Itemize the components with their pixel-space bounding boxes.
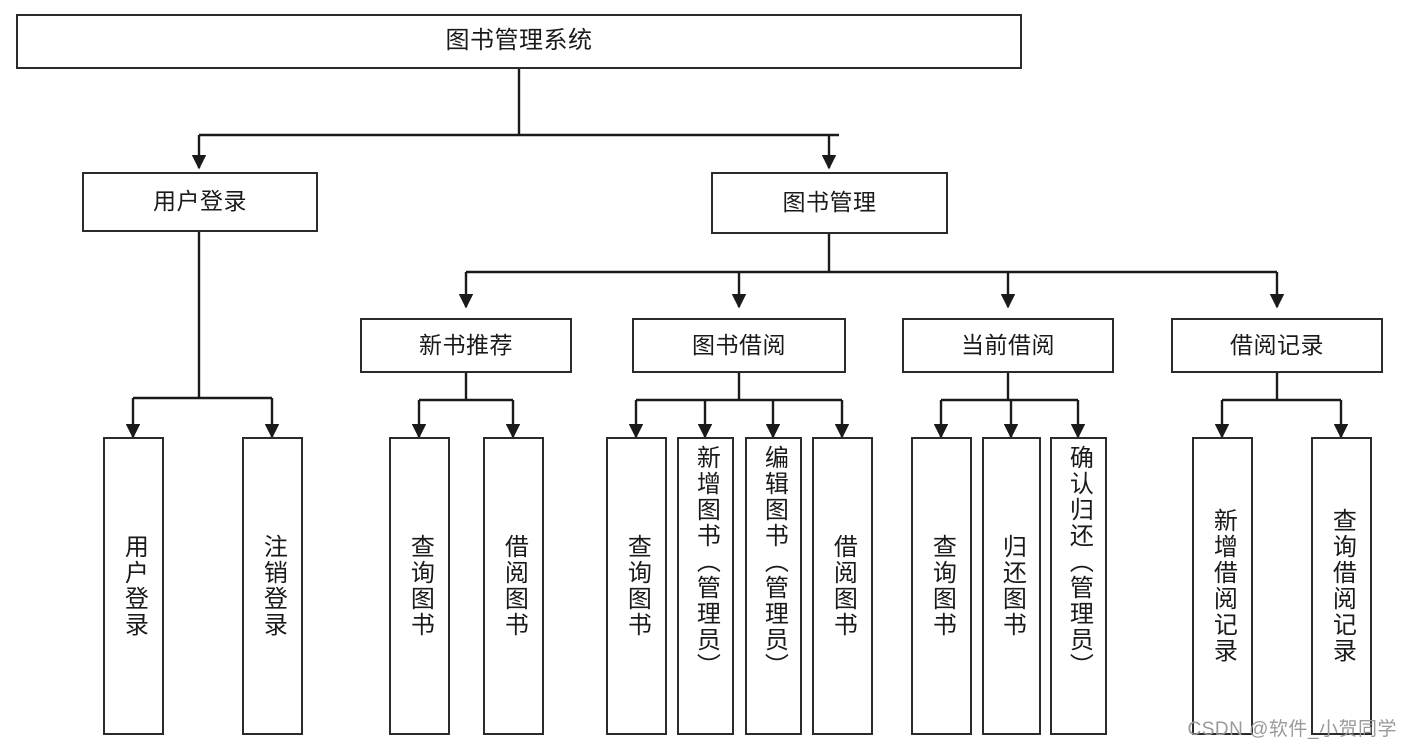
node-label: 确认归还（管理员）	[1065, 445, 1093, 679]
leaf-current-query-book[interactable]: 查询图书	[911, 437, 972, 735]
leaf-borrow-query-book[interactable]: 查询图书	[606, 437, 667, 735]
node-current-borrow[interactable]: 当前借阅	[902, 318, 1114, 373]
node-new-book-recommend[interactable]: 新书推荐	[360, 318, 572, 373]
node-borrow-record[interactable]: 借阅记录	[1171, 318, 1383, 373]
leaf-record-query-record[interactable]: 查询借阅记录	[1311, 437, 1372, 735]
leaf-record-add-record[interactable]: 新增借阅记录	[1192, 437, 1253, 735]
node-label: 当前借阅	[961, 331, 1055, 358]
node-label: 图书管理	[782, 189, 877, 216]
node-label: 查询图书	[406, 534, 434, 638]
leaf-current-confirm-return-admin[interactable]: 确认归还（管理员）	[1050, 437, 1107, 735]
node-label: 用户登录	[120, 534, 148, 638]
node-label: 归还图书	[998, 534, 1026, 638]
leaf-recommend-query-book[interactable]: 查询图书	[389, 437, 450, 735]
node-label: 借阅记录	[1230, 331, 1324, 358]
node-label: 借阅图书	[500, 534, 528, 638]
leaf-borrow-add-book-admin[interactable]: 新增图书（管理员）	[677, 437, 734, 735]
node-label: 查询图书	[928, 534, 956, 638]
node-label: 注销登录	[259, 534, 287, 638]
node-book-management[interactable]: 图书管理	[711, 172, 948, 234]
node-label: 编辑图书（管理员）	[760, 445, 788, 679]
leaf-user-login-signin[interactable]: 用户登录	[103, 437, 164, 735]
node-label: 用户登录	[153, 188, 247, 215]
leaf-user-login-signout[interactable]: 注销登录	[242, 437, 303, 735]
csdn-watermark: CSDN @软件_小贺同学	[1187, 719, 1397, 740]
node-label: 借阅图书	[829, 534, 857, 638]
node-label: 新增借阅记录	[1209, 508, 1237, 664]
node-label: 图书借阅	[692, 331, 786, 358]
node-user-login[interactable]: 用户登录	[82, 172, 318, 232]
leaf-recommend-borrow-book[interactable]: 借阅图书	[483, 437, 544, 735]
node-root-system[interactable]: 图书管理系统	[16, 14, 1022, 69]
node-label: 查询图书	[623, 534, 651, 638]
node-label: 图书管理系统	[445, 27, 593, 55]
node-label: 查询借阅记录	[1328, 508, 1356, 664]
leaf-current-return-book[interactable]: 归还图书	[982, 437, 1041, 735]
node-book-borrow[interactable]: 图书借阅	[632, 318, 846, 373]
node-label: 新书推荐	[419, 331, 513, 358]
leaf-borrow-borrow-book[interactable]: 借阅图书	[812, 437, 873, 735]
leaf-borrow-edit-book-admin[interactable]: 编辑图书（管理员）	[745, 437, 802, 735]
node-label: 新增图书（管理员）	[692, 445, 720, 679]
